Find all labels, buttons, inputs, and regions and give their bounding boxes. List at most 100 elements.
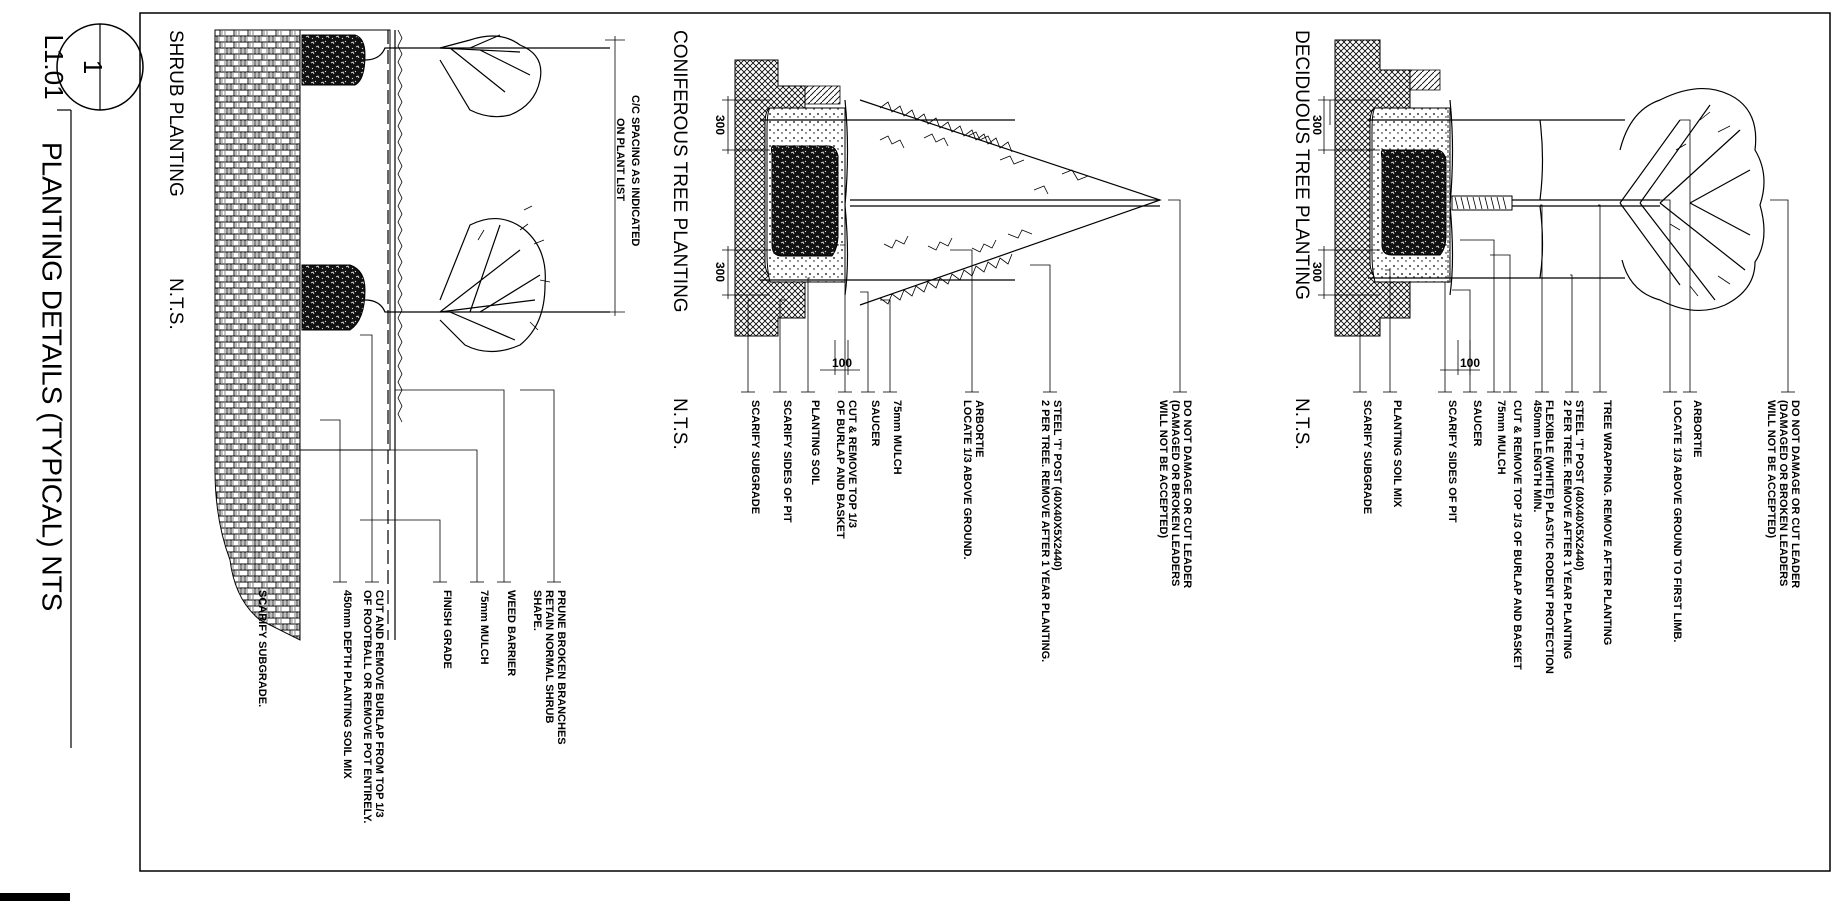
deciduous-note-6-line-0: CUT & REMOVE TOP 1/3 OF BURLAP AND BASKE… [1511,400,1523,670]
deciduous-note-0-line-2: WILL NOT BE ACCEPTED) [1765,400,1777,538]
coniferous-foliage [859,99,1162,306]
coniferous-note-8-line-0: SCARIFY SUBGRADE [749,400,761,514]
sheet-title-block: 1 L1.01 PLANTING DETAILS (TYPICAL) NTS [37,23,144,748]
deciduous-note-0-line-0: DO NOT DAMAGE OR CUT LEADER [1789,400,1801,588]
shrub-note-2-line-0: 75mm MULCH [478,590,490,665]
deciduous-leader-1 [1660,199,1671,392]
coniferous-note-0-line-1: (DAMAGED OR BROKEN LEADERS [1169,400,1181,586]
shrub-note-4-line-0: CUT AND REMOVE BURLAP FROM TOP 1/3 [373,590,385,818]
deciduous-leader-10 [1385,269,1391,392]
coniferous-notes: DO NOT DAMAGE OR CUT LEADER(DAMAGED OR B… [741,199,1193,662]
shrub-spacing-note-1: C/C SPACING AS INDICATED [629,95,641,246]
shrub-leader-0 [520,389,555,582]
coniferous-note-7-line-0: SCARIFY SIDES OF PIT [781,400,793,523]
shrub-note-3-line-0: FINISH GRADE [441,590,453,669]
deciduous-leader-2 [1680,119,1691,392]
shrub-note-4-line-1: OF ROOTBALL OR REMOVE POT ENTIRELY. [361,590,373,823]
deciduous-canopy [1619,87,1765,312]
shrub-leader-1 [395,389,505,582]
deciduous-leader-5 [1540,204,1543,392]
shrub-rootball-right [301,264,366,331]
coniferous-title: CONIFEROUS TREE PLANTING [669,30,690,313]
shrub-leader-4 [360,334,373,582]
detail-tag-sheet: L1.01 [39,34,69,99]
shrub-canopy-right [439,218,546,353]
coniferous-dim-300-right: 300 [713,262,727,282]
deciduous-leader-9 [1400,281,1446,392]
shrub-note-6-line-0: SCARIFY SUBGRADE. [256,590,268,707]
shrub-leader-6 [250,329,256,582]
deciduous-rootball [1380,149,1447,256]
coniferous-rootball [770,145,839,257]
coniferous-note-1-line-0: STEEL 'T' POST (40X40X5X2440) [1051,400,1063,571]
deciduous-note-7-line-0: 75mm MULCH [1495,400,1507,475]
coniferous-note-0-line-0: DO NOT DAMAGE OR CUT LEADER [1181,400,1193,588]
coniferous-note-2-line-0: ARBORTIE [973,400,985,457]
coniferous-leader-5 [840,244,846,392]
shrub-note-0-line-2: SHAPE. [531,590,543,631]
coniferous-dim-100: 100 [832,356,852,370]
coniferous-leader-6 [807,277,810,392]
deciduous-note-5-line-0: FLEXIBLE (WHITE) PLASTIC RODENT PROTECTI… [1543,400,1555,674]
shrub-note-1-line-0: WEED BARRIER [505,590,517,676]
shrub-canopy-left [439,35,542,118]
deciduous-note-8-line-0: SAUCER [1471,400,1483,447]
shrub-title: SHRUB PLANTING [165,30,186,197]
deciduous-title: DECIDUOUS TREE PLANTING [1291,30,1312,300]
coniferous-note-2-line-1: LOCATE 1/3 ABOVE GROUND. [961,400,973,560]
coniferous-leader-0 [1168,199,1181,392]
sheet-title: PLANTING DETAILS (TYPICAL) NTS [37,142,68,611]
coniferous-leader-3 [880,299,891,392]
shrub-scale: N.T.S. [165,278,186,330]
coniferous-note-1-line-1: 2 PER TREE. REMOVE AFTER 1 YEAR PLANTING… [1039,400,1051,662]
shrub-spacing-note-2: ON PLANT LIST [614,118,626,201]
deciduous-leader-3 [1598,204,1601,392]
deciduous-leader-0 [1770,199,1789,392]
shrub-note-0-line-1: RETAIN NORMAL SHRUB [543,590,555,723]
deciduous-note-4-line-1: 2 PER TREE. REMOVE AFTER 1 YEAR PLANTING [1561,400,1573,659]
deciduous-leader-4 [1570,274,1573,392]
coniferous-leader-1 [1030,264,1051,392]
detail-tag-number: 1 [78,60,108,74]
corner-mark [0,893,70,901]
deciduous-leader-7 [1460,239,1495,392]
deciduous-note-5-line-1: 450mm LENGTH MIN. [1531,400,1543,512]
coniferous-leader-2 [950,249,973,392]
coniferous-leader-8 [747,299,750,392]
deciduous-notes: DO NOT DAMAGE OR CUT LEADER(DAMAGED OR B… [1353,119,1801,674]
deciduous-leader-6 [1490,254,1511,392]
shrub-leader-2 [388,449,478,582]
deciduous-note-11-line-0: SCARIFY SUBGRADE [1361,400,1373,514]
shrub-rootball-left [301,34,366,86]
deciduous-note-10-line-0: PLANTING SOIL MIX [1391,400,1403,508]
shrub-note-5-line-0: 450mm DEPTH PLANTING SOIL MIX [341,590,353,779]
deciduous-leader-8 [1452,289,1471,392]
coniferous-note-5-line-0: CUT & REMOVE TOP 1/3 [846,400,858,528]
deciduous-detail: 300 300 100 DECIDUOUS TREE PLANTING N.T.… [1291,30,1801,674]
coniferous-note-3-line-0: 75mm MULCH [891,400,903,475]
deciduous-note-3-line-0: TREE WRAPPING. REMOVE AFTER PLANTING [1601,400,1613,645]
deciduous-dim-300-right: 300 [1310,262,1324,282]
deciduous-dim-300-left: 300 [1310,115,1324,135]
shrub-leader-3 [360,519,441,582]
shrub-soil-bed [214,29,301,641]
coniferous-detail: 300 300 100 CONIFEROUS TREE PLANTING N.T… [669,30,1193,662]
deciduous-note-1-line-0: LOCATE 1/3 ABOVE GROUND TO FIRST LIMB. [1671,400,1683,642]
coniferous-note-5-line-1: OF BURLAP AND BASKET [834,400,846,539]
coniferous-dim-300-left: 300 [713,115,727,135]
sheet-border [139,12,1831,872]
coniferous-leader-7 [779,299,785,392]
deciduous-note-2-line-0: ARBORTIE [1691,400,1703,457]
deciduous-scale: N.T.S. [1291,398,1312,450]
deciduous-note-0-line-1: (DAMAGED OR BROKEN LEADERS [1777,400,1789,586]
deciduous-note-4-line-0: STEEL 'T' POST (40X40X5X2440) [1573,400,1585,571]
coniferous-note-4-line-0: SAUCER [869,400,881,447]
coniferous-scale: N.T.S. [669,398,690,450]
coniferous-leader-4 [860,291,869,392]
shrub-detail: C/C SPACING AS INDICATED ON PLANT LIST S… [165,29,641,823]
coniferous-note-0-line-2: WILL NOT BE ACCEPTED) [1157,400,1169,538]
deciduous-note-9-line-0: SCARIFY SIDES OF PIT [1446,400,1458,523]
shrub-note-0-line-0: PRUNE BROKEN BRANCHES [555,590,567,745]
